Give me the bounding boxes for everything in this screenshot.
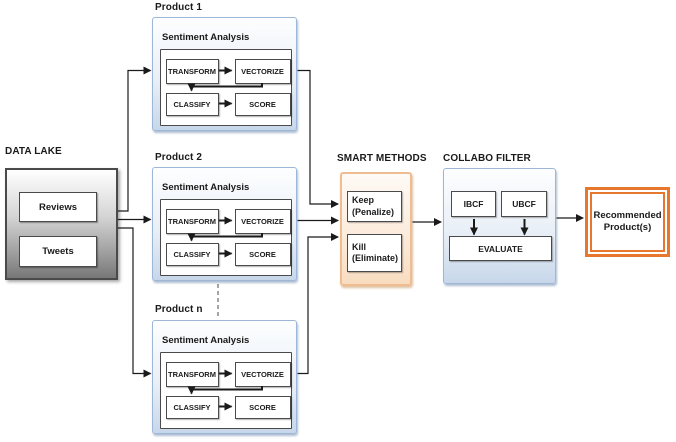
product-2-label: Product 2	[155, 152, 203, 163]
collabo-filter-label: COLLABO FILTER	[443, 153, 531, 164]
score-step: SCORE	[234, 92, 291, 116]
product-n-label: Product n	[155, 304, 203, 315]
arrow-datalake-to-productn	[118, 227, 152, 378]
data-lake-label: DATA LAKE	[5, 146, 62, 157]
smart-methods-box: Keep (Penalize) Kill (Eliminate)	[340, 172, 412, 286]
arrow-productn-to-smart	[297, 233, 339, 375]
sentiment-analysis-label: Sentiment Analysis	[162, 32, 250, 43]
product-2-box: Sentiment Analysis TRANSFORM VECTORIZE C…	[152, 167, 297, 281]
vectorize-step: VECTORIZE	[234, 208, 291, 234]
sentiment-analysis-box: TRANSFORM VECTORIZE CLASSIFY SCORE	[160, 199, 292, 276]
sentiment-analysis-label: Sentiment Analysis	[162, 335, 250, 346]
keep-penalize-box: Keep (Penalize)	[347, 191, 402, 222]
score-step: SCORE	[234, 395, 291, 419]
score-step: SCORE	[234, 242, 291, 266]
classify-step: CLASSIFY	[165, 242, 219, 266]
recommended-products-text: Recommended Product(s)	[590, 192, 665, 252]
recommended-products-box: Recommended Product(s)	[585, 187, 670, 257]
classify-step: CLASSIFY	[165, 395, 219, 419]
sentiment-analysis-label: Sentiment Analysis	[162, 182, 250, 193]
data-lake-box: Reviews Tweets	[5, 168, 118, 280]
product-n-box: Sentiment Analysis TRANSFORM VECTORIZE C…	[152, 320, 297, 434]
tweets-box: Tweets	[19, 236, 97, 267]
transform-step: TRANSFORM	[165, 208, 219, 234]
collabo-filter-box: IBCF UBCF EVALUATE	[443, 168, 556, 284]
classify-step: CLASSIFY	[165, 92, 219, 116]
ibcf-box: IBCF	[451, 191, 496, 217]
sentiment-analysis-box: TRANSFORM VECTORIZE CLASSIFY SCORE	[160, 49, 292, 126]
transform-step: TRANSFORM	[165, 361, 219, 387]
product-1-label: Product 1	[155, 2, 203, 13]
vectorize-step: VECTORIZE	[234, 58, 291, 84]
product-1-box: Sentiment Analysis TRANSFORM VECTORIZE C…	[152, 17, 297, 131]
sentiment-analysis-box: TRANSFORM VECTORIZE CLASSIFY SCORE	[160, 352, 292, 429]
arrow-product1-to-smart	[297, 69, 339, 208]
ubcf-box: UBCF	[501, 191, 547, 217]
vectorize-step: VECTORIZE	[234, 361, 291, 387]
transform-step: TRANSFORM	[165, 58, 219, 84]
arrow-datalake-to-product1	[118, 66, 152, 212]
reviews-box: Reviews	[19, 192, 97, 222]
kill-eliminate-box: Kill (Eliminate)	[347, 234, 402, 272]
smart-methods-label: SMART METHODS	[337, 153, 427, 164]
evaluate-box: EVALUATE	[449, 236, 552, 261]
